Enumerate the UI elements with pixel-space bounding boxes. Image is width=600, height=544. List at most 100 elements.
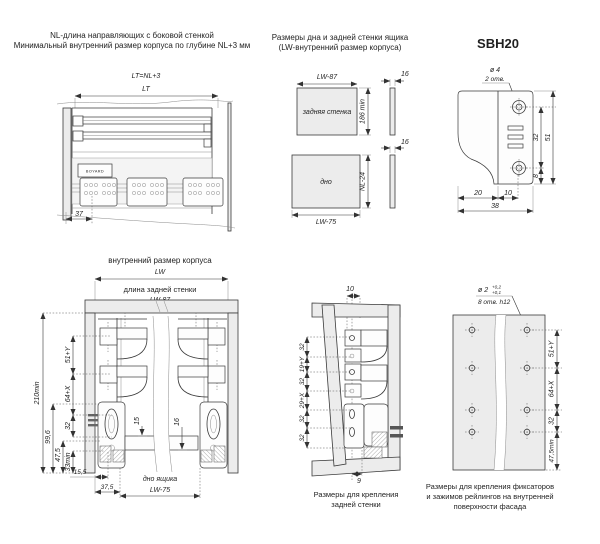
caption-backlen-line1: длина задней стенки	[124, 285, 197, 294]
facade-holes	[465, 323, 534, 439]
product-title: SBH20	[477, 36, 519, 51]
dim-label-51y: 51+Y	[65, 345, 72, 363]
dim-label-20: 20	[473, 190, 482, 197]
chain-dim-1: 19+Y	[299, 356, 306, 372]
cabinet-right-wall	[227, 312, 239, 474]
dim-label-186min: 186 min	[360, 99, 367, 124]
dim-label-33min: 33min	[65, 452, 72, 471]
drawer-side-profile	[97, 318, 148, 469]
dim-label-lw75-bottom: LW-75	[150, 487, 170, 494]
facade-drilling-view: ø 2 +0,2 +0,1 8 отв. h12 51+Y 64+X 32	[426, 285, 562, 511]
dim-label-8: 8	[533, 174, 540, 178]
mount-plate-front-1	[79, 177, 118, 207]
dim-label-lt: LT	[142, 86, 150, 93]
cabinet-side-band	[387, 304, 401, 471]
chain-dim-2: 32	[299, 378, 306, 386]
dim-label-996: 99,6	[45, 430, 52, 444]
dim-label-15: 15	[134, 417, 141, 425]
dim-label-64x-facade: 64+X	[549, 380, 556, 397]
callout-tol-upper: +0,2	[492, 285, 502, 290]
bottom-panel-edge	[389, 154, 396, 209]
back-wall-panel	[296, 87, 358, 136]
dim-label-formula: LT=NL+3	[132, 73, 161, 80]
dim-label-32-facade: 32	[549, 417, 556, 425]
mount-plate-front-2	[126, 177, 168, 207]
railing-bottom	[72, 130, 212, 148]
caption-dno-yashika: дно ящика	[143, 475, 177, 483]
drawer-side-view: LT=NL+3 LT BOYARD	[56, 73, 236, 232]
dim-label-lw: LW	[155, 269, 167, 276]
dim-label-lw75-top: LW-75	[316, 219, 336, 226]
callout-8otv: 8 отв. h12	[478, 299, 511, 306]
caption-backfix-line2: задней стенки	[331, 500, 380, 509]
dim-label-155: 15,5	[74, 469, 87, 476]
chain-dim-0: 32	[299, 343, 306, 351]
facade-break-band	[494, 315, 507, 470]
dim-label-51: 51	[545, 134, 552, 142]
back-wall-edge	[389, 87, 396, 136]
fixing-pins	[88, 414, 98, 427]
back-wall-label: задняя стенка	[302, 108, 352, 116]
dim-label-bottom9: 9	[357, 478, 361, 485]
dim-label-210min: 210min	[34, 381, 41, 405]
cabinet-left-wall	[84, 312, 96, 474]
cabinet-front-section: внутренний размер корпуса LW длина задне…	[34, 256, 239, 499]
dim-label-16: 16	[174, 418, 181, 426]
cabinet-side-panel	[62, 107, 72, 221]
back-bracket-group-2	[344, 363, 388, 400]
dim-label-37: 37	[75, 211, 84, 218]
back-latch-body	[343, 403, 403, 459]
break-line-bottom	[56, 214, 236, 229]
dim-label-nl24: NL-24	[360, 172, 367, 191]
logo-text: BOYARD	[86, 170, 104, 174]
cabinet-top	[84, 299, 239, 314]
caption-facade-line3: поверхности фасада	[454, 502, 528, 511]
dim-label-38: 38	[491, 203, 499, 210]
dim-label-10: 10	[504, 190, 512, 197]
caption-panels-line1: Размеры дна и задней стенки ящика	[272, 33, 409, 42]
dim-label-64x: 64+X	[65, 385, 72, 402]
dim-label-lw87: LW-87	[317, 74, 338, 81]
brand-logo: BOYARD	[77, 163, 113, 178]
callout-dia4: ø 4	[490, 67, 500, 74]
sbh20-bracket-view: SBH20 ø 4 2 отв. 32 8	[457, 36, 556, 214]
caption-lw-line1: внутренний размер корпуса	[108, 256, 212, 265]
caption-nl-line2: Минимальный внутренний размер корпуса по…	[14, 41, 251, 50]
caption-facade-line1: Размеры для крепления фиксаторов	[426, 482, 554, 491]
dim-label-top10: 10	[346, 286, 354, 293]
callout-dia2: ø 2	[478, 287, 488, 294]
bottom-panel	[291, 154, 361, 209]
chain-dim-4: 32	[299, 415, 306, 423]
caption-backfix-line1: Размеры для крепления	[314, 490, 399, 499]
bracket-slots	[507, 125, 524, 149]
bracket-hole-bottom	[510, 159, 528, 177]
bottom-panel-label: дно	[320, 178, 332, 186]
caption-facade-line2: и зажимов рейлингов на внутренней	[426, 492, 553, 501]
bracket-hole-top	[510, 98, 528, 116]
mount-plate-rear	[182, 177, 224, 207]
dim-label-32-left: 32	[65, 422, 72, 430]
dim-label-32: 32	[533, 134, 540, 142]
cabinet-bottom-band	[311, 456, 401, 477]
back-wall-fixing-view: 10	[299, 286, 403, 509]
dim-label-thickness-2: 16	[401, 139, 409, 146]
back-bracket-group-1	[344, 329, 388, 363]
chain-dim-5: 32	[299, 434, 306, 442]
back-wall-slab	[321, 304, 347, 467]
dim-label-51y-facade: 51+Y	[549, 339, 556, 357]
cabinet-back-edge	[227, 102, 232, 232]
callout-2otv: 2 отв.	[484, 76, 505, 83]
caption-nl-line1: NL-длина направляющих с боковой стенкой	[50, 31, 214, 40]
railing-top	[72, 115, 212, 133]
panel-sizes-view: Размеры дна и задней стенки ящика (LW-вн…	[272, 33, 409, 226]
caption-panels-line2: (LW-внутренний размер корпуса)	[279, 43, 402, 52]
chain-dim-3: 29+X	[299, 392, 306, 409]
dim-label-475: 47,5	[55, 448, 62, 462]
break-band	[153, 316, 172, 472]
dim-label-thickness-1: 16	[401, 71, 409, 78]
bracket-body	[457, 90, 534, 185]
dim-label-375: 37,5	[101, 484, 114, 491]
break-line-top	[56, 99, 234, 105]
